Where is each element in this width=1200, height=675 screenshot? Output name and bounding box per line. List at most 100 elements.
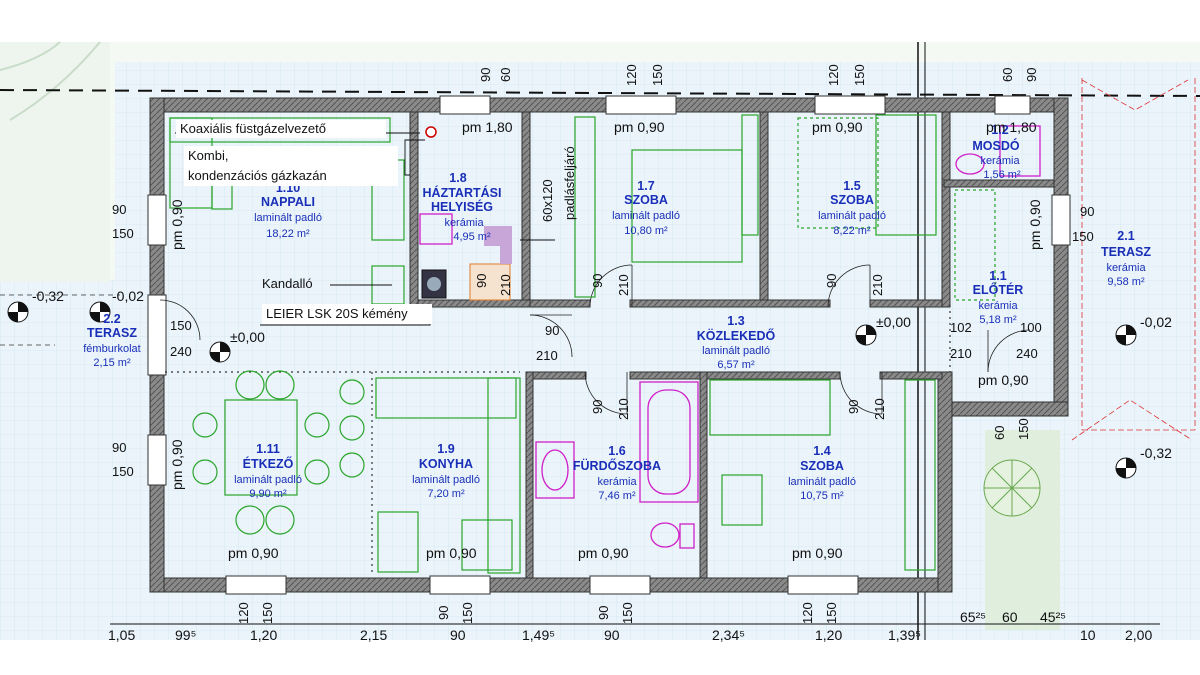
room-1-11-area: 9,90 m² (249, 488, 287, 500)
room-1-9-name: KONYHA (419, 457, 473, 471)
room-1-4-floor: laminált padló (788, 476, 856, 488)
door-swings (159, 264, 1031, 415)
svg-text:90: 90 (1024, 68, 1039, 82)
room-1-5-area: 8,22 m² (833, 225, 871, 237)
svg-text:150: 150 (170, 318, 192, 333)
room-1-7-floor: laminált padló (612, 210, 680, 222)
sill-4: pm 1,80 (986, 119, 1037, 135)
svg-text:210: 210 (616, 274, 631, 296)
bottom-dim-1: 99⁵ (175, 627, 196, 643)
svg-text:60: 60 (498, 68, 513, 82)
sill-7: pm 0,90 (578, 545, 629, 561)
svg-text:150: 150 (460, 602, 475, 624)
svg-text:90: 90 (478, 68, 493, 82)
svg-text:60: 60 (992, 426, 1007, 440)
svg-text:90: 90 (824, 274, 839, 288)
annotation-boiler-2: kondenzációs gázkazán (188, 168, 327, 183)
sill-9: pm 0,90 (978, 372, 1029, 388)
room-2-1-area: 9,58 m² (1107, 276, 1145, 288)
room-1-10-area: 18,22 m² (266, 228, 310, 240)
room-1-8-floor: kerámia (444, 217, 484, 229)
room-1-9-area: 7,20 m² (427, 488, 465, 500)
svg-text:240: 240 (170, 344, 192, 359)
svg-text:210: 210 (536, 348, 558, 363)
svg-text:150: 150 (1016, 418, 1031, 440)
terrace-roof-lines (1071, 78, 1196, 441)
svg-text:150: 150 (620, 602, 635, 624)
sill-1: pm 1,80 (462, 119, 513, 135)
room-2-1-num: 2.1 (1117, 229, 1134, 243)
room-1-9-num: 1.9 (437, 442, 454, 456)
bottom-dim-9: 1,39⁵ (888, 627, 921, 643)
svg-text:120: 120 (236, 602, 251, 624)
svg-text:210: 210 (870, 274, 885, 296)
svg-text:90: 90 (474, 274, 489, 288)
room-1-6-floor: kerámia (597, 476, 637, 488)
room-1-7-area: 10,80 m² (624, 225, 668, 237)
lawn-area (985, 430, 1060, 630)
room-1-1-name: ELŐTÉR (973, 282, 1024, 297)
bottom-dim-0: 1,05 (108, 627, 135, 643)
room-1-6-num: 1.6 (608, 444, 625, 458)
svg-text:120: 120 (624, 64, 639, 86)
bottom-dim-6: 90 (604, 627, 620, 643)
room-1-2-floor: kerámia (980, 155, 1020, 167)
svg-text:90: 90 (112, 440, 126, 455)
room-1-1-num: 1.1 (989, 269, 1006, 283)
opening-dimensions: 90 150 90 150 90 150 150 240 90 210 102 … (112, 64, 1094, 624)
interior-walls (409, 111, 1055, 579)
sill-12: pm 0,90 (1027, 199, 1043, 250)
level-right-lower: -0,32 (1140, 445, 1172, 461)
svg-text:150: 150 (112, 226, 134, 241)
windows (147, 95, 1071, 595)
svg-text:210: 210 (872, 398, 887, 420)
chimney (469, 263, 511, 301)
svg-text:120: 120 (826, 64, 841, 86)
room-1-7-name: SZOBA (624, 193, 668, 207)
room-1-9-floor: laminált padló (412, 474, 480, 486)
bottom-dim-10: 65²⁵ (960, 609, 986, 625)
bottom-dim-12: 45²⁵ (1040, 609, 1066, 625)
room-1-11-name: ÉTKEZŐ (243, 456, 294, 471)
sill-2: pm 0,90 (614, 119, 665, 135)
furniture (169, 114, 996, 574)
room-1-6-area: 7,46 m² (598, 490, 636, 502)
svg-text:120: 120 (800, 602, 815, 624)
sill-3: pm 0,90 (812, 119, 863, 135)
room-1-11-floor: laminált padló (234, 474, 302, 486)
bottom-dim-11: 60 (1002, 609, 1018, 625)
svg-text:90: 90 (596, 606, 611, 620)
plant-icon (983, 459, 1041, 517)
bottom-dim-5: 1,49⁵ (522, 627, 555, 643)
room-1-8-name2: HELYISÉG (431, 199, 493, 214)
room-1-1-area: 5,18 m² (979, 314, 1017, 326)
bottom-dim-8: 1,20 (815, 627, 842, 643)
sanitary-fixtures (419, 125, 1041, 549)
annotation-coax-flue: Koaxiális füstgázelvezető (180, 121, 326, 136)
bottom-dim-13: 10 (1080, 627, 1096, 643)
flue-icon (425, 126, 437, 138)
sill-6: pm 0,90 (426, 545, 477, 561)
svg-text:150: 150 (824, 602, 839, 624)
svg-text:240: 240 (1016, 346, 1038, 361)
boiler-unit (421, 269, 447, 299)
svg-text:90: 90 (846, 400, 861, 414)
room-1-11-num: 1.11 (256, 442, 280, 456)
level-left: -0,32 (32, 288, 64, 304)
annotation-attic-size: 60x120 (540, 179, 555, 222)
room-1-10-name: NAPPALI (261, 195, 315, 209)
sill-10: pm 0,90 (169, 199, 185, 250)
svg-text:210: 210 (616, 398, 631, 420)
room-1-8-num: 1.8 (449, 171, 466, 185)
bottom-dim-14: 2,00 (1125, 627, 1152, 643)
room-1-2-area: 1,56 m² (983, 169, 1021, 181)
svg-text:150: 150 (112, 464, 134, 479)
room-2-2-floor: fémburkolat (83, 343, 140, 355)
svg-text:210: 210 (950, 346, 972, 361)
room-1-4-num: 1.4 (813, 444, 830, 458)
room-1-3-num: 1.3 (727, 314, 744, 328)
room-2-1-name: TERASZ (1101, 245, 1151, 259)
